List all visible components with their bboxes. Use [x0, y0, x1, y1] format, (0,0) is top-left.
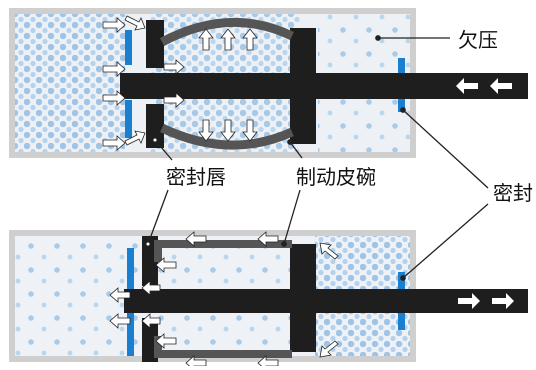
top-left-seal-lower — [125, 100, 132, 138]
lip-seal-label: 密封唇 — [166, 165, 226, 189]
top-flow-arrows — [102, 15, 258, 151]
bottom-flow-arrows — [109, 231, 339, 370]
arrow-icon — [492, 293, 514, 309]
lip-seal-leader-bottom — [147, 189, 169, 245]
arrow-icon — [155, 257, 177, 273]
arrow-icon — [198, 119, 214, 142]
arrow-icon — [185, 231, 207, 247]
arrow-icon — [242, 28, 258, 51]
bottom-right-seal-lower — [398, 312, 405, 330]
arrow-icon — [220, 28, 236, 51]
seal-leader-bottom — [402, 203, 489, 279]
arrow-icon — [109, 287, 131, 303]
arrow-icon — [163, 59, 185, 75]
bottom-left-seal-lower — [127, 312, 134, 356]
arrow-icon — [220, 119, 236, 142]
seal-leader-top — [402, 109, 489, 189]
top-brake-cup-lower — [160, 123, 294, 150]
arrow-icon — [257, 231, 279, 247]
brake-cup-leader-bottom — [283, 189, 301, 245]
arrow-icon — [155, 333, 177, 349]
top-brake-cup — [159, 17, 294, 46]
top-left-seal-upper — [125, 30, 132, 65]
arrow-icon — [102, 17, 126, 33]
arrow-icon — [102, 135, 126, 151]
arrow-icon — [242, 119, 258, 142]
arrow-icon — [102, 61, 126, 77]
bottom-piston-body — [290, 244, 316, 352]
arrow-icon — [141, 280, 161, 296]
arrow-icon — [319, 242, 339, 260]
arrow-icon — [198, 28, 214, 51]
leader-lines — [145, 35, 489, 281]
bottom-left-seal-upper — [127, 248, 134, 290]
arrow-icon — [124, 130, 146, 146]
top-left-particles — [15, 14, 125, 152]
brake-cup-leader-top — [289, 141, 303, 159]
bottom-rod-motion-arrows — [458, 293, 514, 309]
top-piston-body — [290, 28, 316, 144]
top-right-seal-lower — [398, 94, 405, 112]
bottom-brake-cup — [154, 240, 292, 262]
top-lip-seal-lower — [146, 104, 164, 148]
seal-label: 密封 — [493, 181, 533, 205]
arrow-icon — [102, 90, 126, 106]
arrow-icon — [319, 340, 339, 358]
lip-seal-leader-top — [154, 139, 173, 161]
arrow-icon — [141, 313, 161, 329]
arrow-icon — [109, 313, 131, 329]
bottom-cylinder — [9, 230, 528, 370]
top-rod-motion-arrows — [456, 78, 512, 94]
arrow-icon — [490, 78, 512, 94]
top-cylinder — [9, 8, 528, 158]
top-right-seal-upper — [398, 58, 405, 76]
bottom-right-seal-upper — [398, 272, 405, 290]
arrow-icon — [163, 92, 185, 108]
brake-cup-label: 制动皮碗 — [296, 165, 376, 189]
arrow-icon — [124, 15, 146, 31]
underpressure-label: 欠压 — [458, 28, 498, 52]
top-lip-seal-upper — [146, 20, 164, 68]
arrow-icon — [458, 293, 480, 309]
arrow-icon — [456, 78, 478, 94]
